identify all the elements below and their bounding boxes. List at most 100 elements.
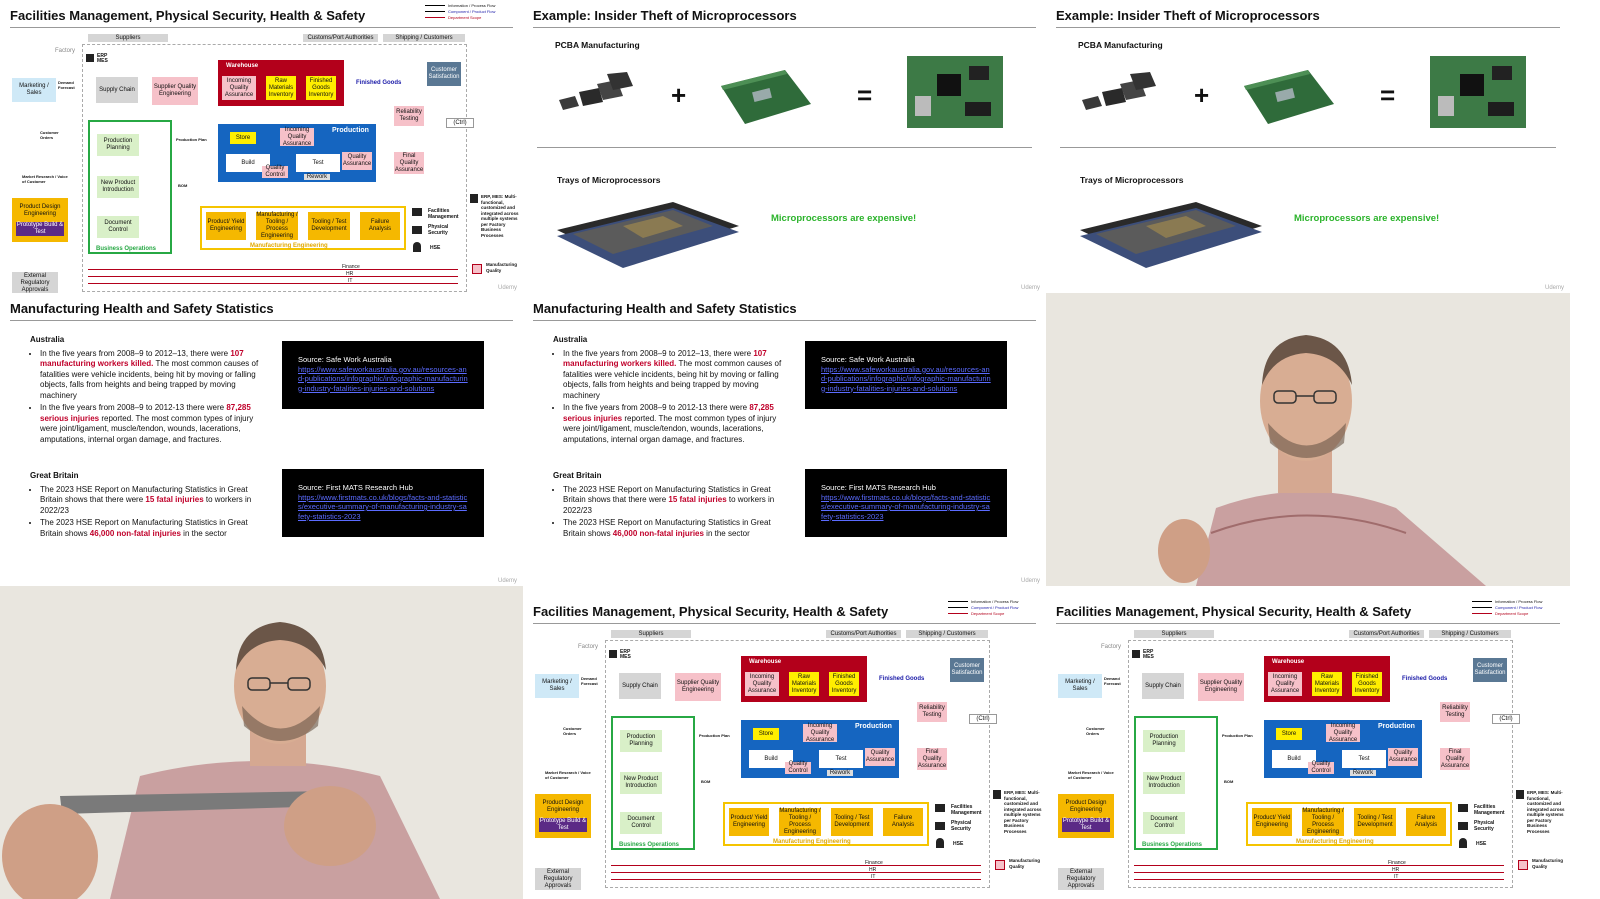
gb-bullet-2: The 2023 HSE Report on Manufacturing Sta… [40, 518, 262, 539]
document-control-box: Document Control [620, 812, 662, 834]
watermark: Udemy [1544, 285, 1564, 291]
slide-stats-2[interactable]: Manufacturing Health and Safety Statisti… [523, 293, 1046, 586]
australia-section: Australia In the five years from 2008–9 … [30, 335, 262, 447]
hse-icon [1459, 838, 1467, 848]
security-icon [1458, 822, 1468, 830]
build-box: Build [226, 154, 270, 172]
customer-orders-label: Customer Orders [1086, 726, 1105, 736]
gb-source-box: Source: First MATS Research Hub https://… [282, 469, 484, 537]
mfg-quality-label: Manufacturing Quality [1009, 858, 1040, 869]
external-approvals-box: External Regulatory Approvals [1058, 868, 1104, 890]
quality-icon [1518, 860, 1528, 870]
slide-facilities-1[interactable]: Facilities Management, Physical Security… [0, 0, 523, 293]
physical-security-label: Physical Security [1474, 820, 1495, 832]
flow-legend: Information / Process Flow Component / P… [948, 598, 1038, 616]
presenter-video-2[interactable] [0, 586, 523, 899]
supplier-quality-box: Supplier Quality Engineering [152, 77, 198, 105]
mfg-eng-box-2: Manufacturing / Tooling / Process Engine… [256, 212, 298, 240]
hse-label: HSE [430, 245, 441, 251]
erp-note: ERP, MES: Multi-functional, customized a… [481, 194, 519, 238]
slide-title: Manufacturing Health and Safety Statisti… [533, 301, 797, 316]
slide-facilities-2[interactable]: Facilities Management, Physical Security… [523, 586, 1046, 899]
marketing-sales-box: Marketing / Sales [535, 674, 579, 698]
hr-bar [1134, 872, 1504, 873]
prototype-box: Prototype Build & Test [1062, 818, 1110, 832]
australia-source-link[interactable]: https://www.safeworkaustralia.gov.au/res… [821, 364, 991, 393]
watermark: Udemy [1020, 285, 1040, 291]
new-product-box: New Product Introduction [1143, 772, 1185, 794]
customs-box: Customs/Port Authorities [826, 630, 901, 638]
database-icon [470, 194, 478, 203]
hse-icon [936, 838, 944, 848]
raw-materials-box: Raw Materials Inventory [266, 76, 296, 100]
slide-theft-2[interactable]: Example: Insider Theft of Microprocessor… [1046, 0, 1570, 293]
supply-chain-box: Supply Chain [96, 77, 138, 103]
legend-scope: Department Scope [1495, 610, 1529, 616]
assembled-board-image [907, 56, 1003, 128]
quality-icon [995, 860, 1005, 870]
document-control-box: Document Control [97, 216, 139, 238]
customer-orders-label: Customer Orders [563, 726, 582, 736]
new-product-box: New Product Introduction [620, 772, 662, 794]
factory-label: Factory [578, 644, 599, 650]
gb-bullet-1: The 2023 HSE Report on Manufacturing Sta… [563, 485, 785, 517]
slide-title: Manufacturing Health and Safety Statisti… [10, 301, 274, 316]
gb-source-link[interactable]: https://www.firstmats.co.uk/blogs/facts-… [298, 492, 468, 521]
production-label: Production [855, 723, 892, 730]
slide-facilities-3[interactable]: Facilities Management, Physical Security… [1046, 586, 1570, 899]
shipping-box: Shipping / Customers [906, 630, 988, 638]
slide-theft-1[interactable]: Example: Insider Theft of Microprocessor… [523, 0, 1046, 293]
ctrl-popup[interactable]: (Ctrl) [969, 714, 997, 724]
facilities-icon [935, 804, 945, 812]
incoming-qa-box: Incoming Quality Assurance [745, 672, 779, 696]
warehouse-label: Warehouse [749, 659, 782, 665]
security-icon [935, 822, 945, 830]
great-britain-heading: Great Britain [30, 471, 79, 480]
gb-bullet-2: The 2023 HSE Report on Manufacturing Sta… [563, 518, 785, 539]
equals-sign: = [1380, 80, 1396, 110]
external-approvals-box: External Regulatory Approvals [535, 868, 581, 890]
presenter-video-1[interactable] [1046, 293, 1570, 586]
australia-heading: Australia [30, 335, 65, 344]
quality-assurance-box: Quality Assurance [342, 152, 372, 170]
prototype-box: Prototype Build & Test [539, 818, 587, 832]
assembled-board-image [1430, 56, 1526, 128]
hse-icon [413, 242, 421, 252]
business-operations-label: Business Operations [96, 246, 157, 252]
erp-note: ERP, MES: Multi-functional, customized a… [1527, 790, 1565, 834]
erp-note: ERP, MES: Multi-functional, customized a… [1004, 790, 1042, 834]
marketing-sales-box: Marketing / Sales [1058, 674, 1102, 698]
finished-goods-inventory-box: Finished Goods Inventory [829, 672, 859, 696]
equals-sign: = [857, 80, 873, 110]
rework-box: Rework [827, 770, 853, 776]
factory-boundary [605, 640, 990, 888]
it-label: IT [1394, 874, 1399, 880]
business-operations-label: Business Operations [1142, 842, 1203, 848]
slide-stats-1[interactable]: Manufacturing Health and Safety Statisti… [0, 293, 523, 586]
factory-boundary [1128, 640, 1513, 888]
facilities-label: Facilities Management [1474, 804, 1505, 816]
expensive-text: Microprocessors are expensive! [1294, 213, 1440, 224]
bom-label: BOM [1224, 779, 1234, 784]
facilities-icon [412, 208, 422, 216]
finished-goods-inventory-box: Finished Goods Inventory [1352, 672, 1382, 696]
gb-bullet-1: The 2023 HSE Report on Manufacturing Sta… [40, 485, 262, 517]
demand-forecast-label: Demand Forecast [1104, 676, 1121, 686]
gb-source-link[interactable]: https://www.firstmats.co.uk/blogs/facts-… [821, 492, 991, 521]
erp-mes-icon [86, 54, 94, 62]
watermark: Udemy [1020, 578, 1040, 584]
suppliers-box: Suppliers [611, 630, 691, 638]
ctrl-popup[interactable]: (Ctrl) [1492, 714, 1520, 724]
business-operations-label: Business Operations [619, 842, 680, 848]
australia-heading: Australia [553, 335, 588, 344]
legend-component: Component / Product Flow [971, 604, 1019, 610]
raw-materials-box: Raw Materials Inventory [789, 672, 819, 696]
production-plan-label: Production Plan [1222, 733, 1253, 738]
australia-source-link[interactable]: https://www.safeworkaustralia.gov.au/res… [298, 364, 468, 393]
australia-source-box: Source: Safe Work Australia https://www.… [282, 341, 484, 409]
ctrl-popup[interactable]: (Ctrl) [446, 118, 474, 128]
product-design-label: Product Design Engineering [542, 800, 584, 813]
it-bar [88, 283, 458, 284]
pcb-image [1244, 70, 1334, 124]
pcb-image [721, 70, 811, 124]
